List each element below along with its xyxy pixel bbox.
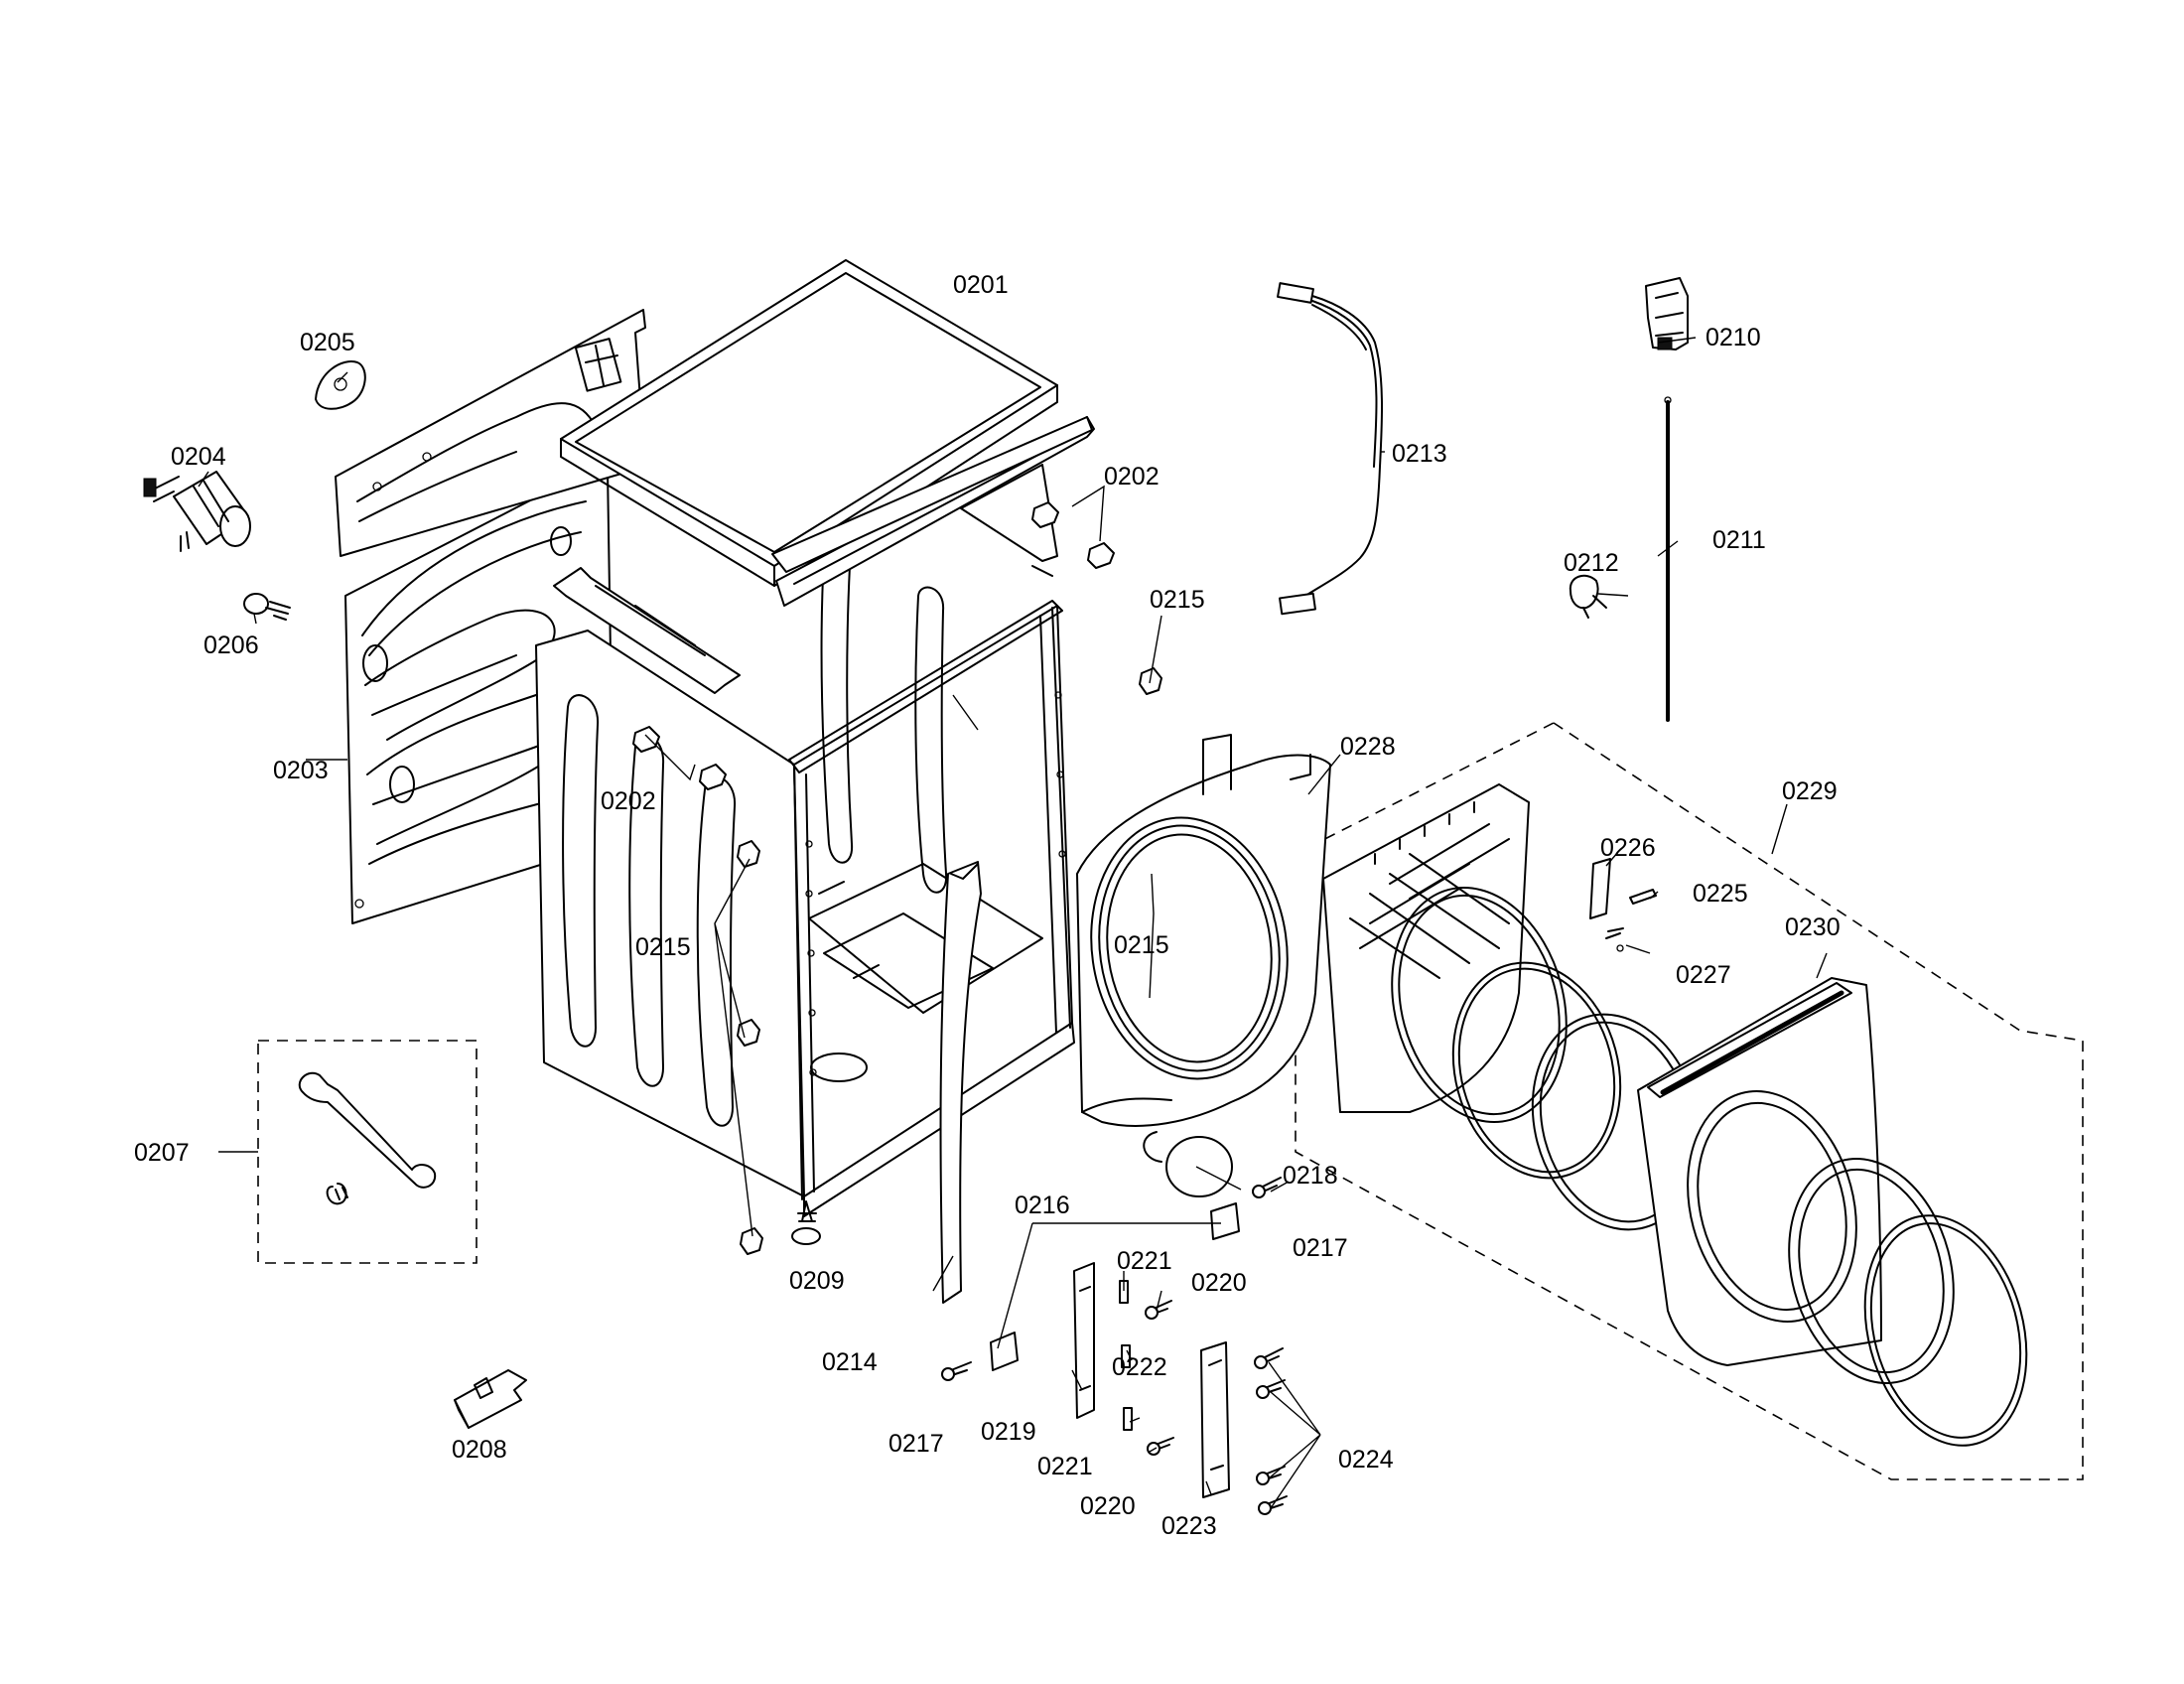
label-0212: 0212 [1564, 549, 1619, 577]
hinge-arm-0219[interactable] [1073, 1262, 1095, 1419]
clip-0215-side-b[interactable] [737, 1019, 760, 1047]
label-0205: 0205 [300, 329, 355, 356]
label-0208: 0208 [452, 1436, 507, 1464]
label-0211: 0211 [1712, 526, 1766, 554]
filter-cover-0218[interactable] [1143, 1131, 1233, 1197]
door-ring-middle[interactable] [1430, 944, 1643, 1197]
screw-0206[interactable] [243, 593, 291, 621]
label-0202-side: 0202 [601, 787, 656, 815]
label-0207: 0207 [134, 1139, 190, 1167]
label-0215-front: 0215 [1114, 931, 1169, 959]
foot-0209[interactable] [791, 1200, 821, 1245]
clip-0215-side-c[interactable] [740, 1227, 763, 1255]
label-0213: 0213 [1392, 440, 1447, 468]
label-0216: 0216 [1015, 1192, 1070, 1219]
pump-0204[interactable] [143, 471, 251, 552]
rear-top-bracket [335, 309, 646, 557]
screws-0224[interactable] [1254, 1347, 1288, 1515]
label-0225: 0225 [1693, 880, 1748, 908]
label-0221-lower: 0221 [1037, 1453, 1093, 1480]
screw-0220-lower[interactable] [1147, 1437, 1174, 1456]
bracket-0216-lower[interactable] [990, 1332, 1019, 1371]
leader-lines [198, 337, 1828, 1509]
clip-0202-side-b[interactable] [699, 764, 727, 790]
label-0221-upper: 0221 [1117, 1247, 1172, 1275]
label-0222: 0222 [1112, 1353, 1167, 1381]
clip-0215-side-a[interactable] [737, 840, 760, 868]
screw-0217-right[interactable] [1252, 1177, 1282, 1198]
label-0226: 0226 [1600, 834, 1656, 862]
label-0228: 0228 [1340, 733, 1396, 761]
shim-0221-lower[interactable] [1123, 1407, 1133, 1431]
label-0215-side: 0215 [635, 933, 691, 961]
label-0202-upper: 0202 [1104, 463, 1160, 491]
door-ring-outer[interactable] [1367, 868, 1591, 1142]
hinge-plate-0226[interactable] [1589, 858, 1611, 919]
label-0217-left: 0217 [888, 1430, 944, 1458]
label-0220-upper: 0220 [1191, 1269, 1247, 1297]
label-0229: 0229 [1782, 777, 1838, 805]
clip-0202-upper-b[interactable] [1087, 542, 1115, 569]
door-glass-ring[interactable] [1765, 1140, 1978, 1402]
screw-0227[interactable] [1605, 927, 1624, 952]
screw-0220-upper[interactable] [1145, 1300, 1172, 1320]
cabinet-frame[interactable] [535, 542, 1075, 1217]
part-labels: 0201 0202 0202 0203 0204 0205 0206 0207 … [134, 271, 1841, 1540]
clip-0216[interactable] [1210, 1202, 1240, 1240]
top-bracket-right [771, 416, 1093, 573]
wire-harness-0213[interactable] [1277, 282, 1384, 616]
door-inner-frame[interactable] [1322, 783, 1530, 1113]
bracket-0208[interactable] [454, 1369, 527, 1429]
label-0206: 0206 [204, 632, 259, 659]
screw-0217-left[interactable] [941, 1361, 972, 1381]
door-seal-ring[interactable] [1841, 1197, 2051, 1464]
clip-0202-side-a[interactable] [632, 726, 660, 753]
label-0201: 0201 [953, 271, 1009, 299]
label-0230: 0230 [1785, 913, 1841, 941]
label-0203: 0203 [273, 757, 329, 784]
label-0210: 0210 [1706, 324, 1761, 351]
label-0227: 0227 [1676, 961, 1731, 989]
label-0219: 0219 [981, 1418, 1036, 1446]
label-0214: 0214 [822, 1348, 878, 1376]
label-0215-upper: 0215 [1150, 586, 1205, 614]
label-0224: 0224 [1338, 1446, 1394, 1474]
label-0218: 0218 [1283, 1162, 1338, 1190]
door-panel-0230[interactable] [1637, 977, 1882, 1366]
pin-0225[interactable] [1629, 889, 1657, 905]
hinge-bracket-0223[interactable] [1200, 1341, 1230, 1498]
label-0220-lower: 0220 [1080, 1492, 1136, 1520]
label-0217-right: 0217 [1293, 1234, 1348, 1262]
label-0204: 0204 [171, 443, 226, 471]
front-panel-0228[interactable] [1075, 734, 1331, 1127]
top-panel[interactable] [560, 259, 1058, 587]
wrench-0207[interactable] [298, 1071, 437, 1205]
rod-0211[interactable] [1664, 396, 1672, 722]
clip-0212[interactable] [1569, 574, 1607, 619]
clip-0202-upper-a[interactable] [1031, 501, 1059, 528]
accessory-kit-group-box [257, 1040, 478, 1264]
cable-clamp-0205[interactable] [315, 360, 366, 410]
label-0209: 0209 [789, 1267, 845, 1295]
front-panel-strip-0214[interactable] [939, 861, 982, 1304]
label-0223: 0223 [1161, 1512, 1217, 1540]
door-assembly-group-box [1295, 722, 2084, 1480]
